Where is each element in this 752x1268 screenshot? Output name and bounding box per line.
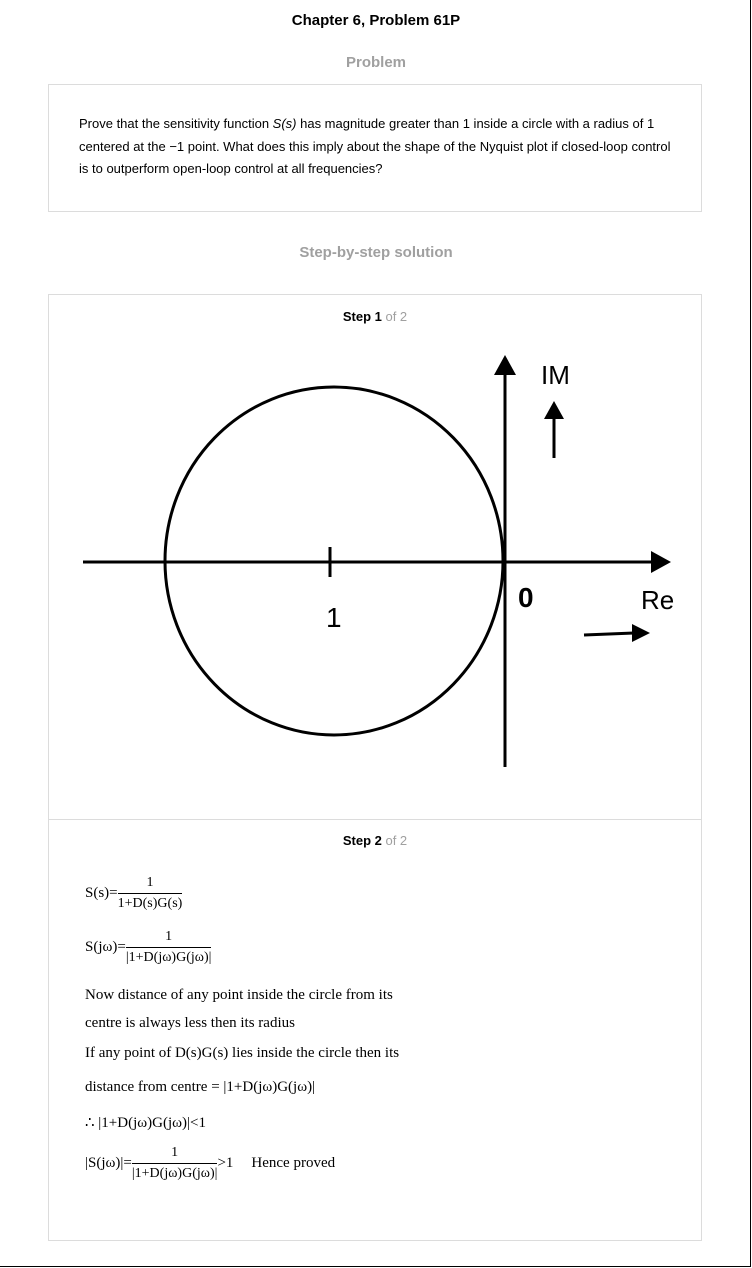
equation-frequency-numerator: 1 [125,929,212,948]
problem-text-before: Prove that the sensitivity function [79,116,273,131]
origin-label: 0 [518,582,534,613]
re-direction-line [583,631,635,637]
problem-text-after: has magnitude greater than 1 inside a ci… [79,116,671,176]
equation-frequency-denominator: |1+D(jω)G(jω)| [125,950,212,965]
text-line-distance-centre: distance from centre = |1+D(jω)G(jω)| [85,1079,316,1095]
im-label: IM [541,360,570,390]
im-direction-arrow-icon [544,401,564,419]
nyquist-diagram: IM Re 0 1 [83,355,674,767]
text-line-distance: Now distance of any point inside the cir… [85,987,393,1003]
page-title: Chapter 6, Problem 61P [291,12,461,29]
equation-frequency-lhs: S(jω)= [85,938,126,955]
equation-conclusion-fraction: 1 |1+D(jω)G(jω)| [131,1145,218,1182]
equation-sensitivity-lhs: S(s)= [85,884,118,901]
imaginary-axis-arrowhead [494,355,516,375]
center-label: 1 [326,602,342,633]
equation-sensitivity-denominator: 1+D(s)G(s) [117,896,183,911]
text-line-therefore: ∴ |1+D(jω)G(jω)|<1 [85,1115,206,1131]
equation-sensitivity-numerator: 1 [117,875,183,894]
equation-conclusion-denominator: |1+D(jω)G(jω)| [131,1166,218,1181]
equation-frequency: S(jω)=1 |1+D(jω)G(jω)| [85,929,212,966]
step-1-number: Step 1 [342,309,382,324]
step-2-number: Step 2 [342,833,382,848]
unit-circle [163,385,505,737]
real-axis-arrowhead [651,551,671,573]
text-line-point-inside: If any point of D(s)G(s) lies inside the… [85,1045,400,1061]
sensitivity-function-symbol: S(s) [272,116,297,131]
step-1-total: of 2 [381,309,408,324]
equation-sensitivity-fraction: 1 1+D(s)G(s) [117,875,183,912]
solution-heading: Step-by-step solution [299,244,453,261]
problem-heading: Problem [345,54,406,71]
re-direction-arrow-icon [632,624,650,642]
equation-conclusion-lhs: |S(jω)|= [85,1154,132,1171]
equation-conclusion-numerator: 1 [131,1145,218,1164]
step-2-total: of 2 [381,833,408,848]
equation-frequency-fraction: 1 |1+D(jω)G(jω)| [125,929,212,966]
solution-box: Step 1 of 2 IM Re 0 1 Step 2 of 2 S(s)=1… [48,294,702,1241]
problem-text: Prove that the sensitivity function S(s)… [79,113,679,181]
equation-sensitivity: S(s)=1 1+D(s)G(s) [85,875,183,912]
step-2-label: Step 2 of 2 [49,833,701,848]
equation-conclusion: |S(jω)|=1 |1+D(jω)G(jω)|>1 Hence proved [85,1145,335,1182]
step-divider [49,819,701,820]
problem-box: Prove that the sensitivity function S(s)… [48,84,702,212]
re-label: Re [641,585,674,615]
text-line-radius: centre is always less then its radius [85,1015,295,1031]
step-1-label: Step 1 of 2 [49,309,701,324]
equation-conclusion-rhs: >1 [217,1154,234,1171]
hence-proved-text: Hence proved [251,1154,336,1171]
